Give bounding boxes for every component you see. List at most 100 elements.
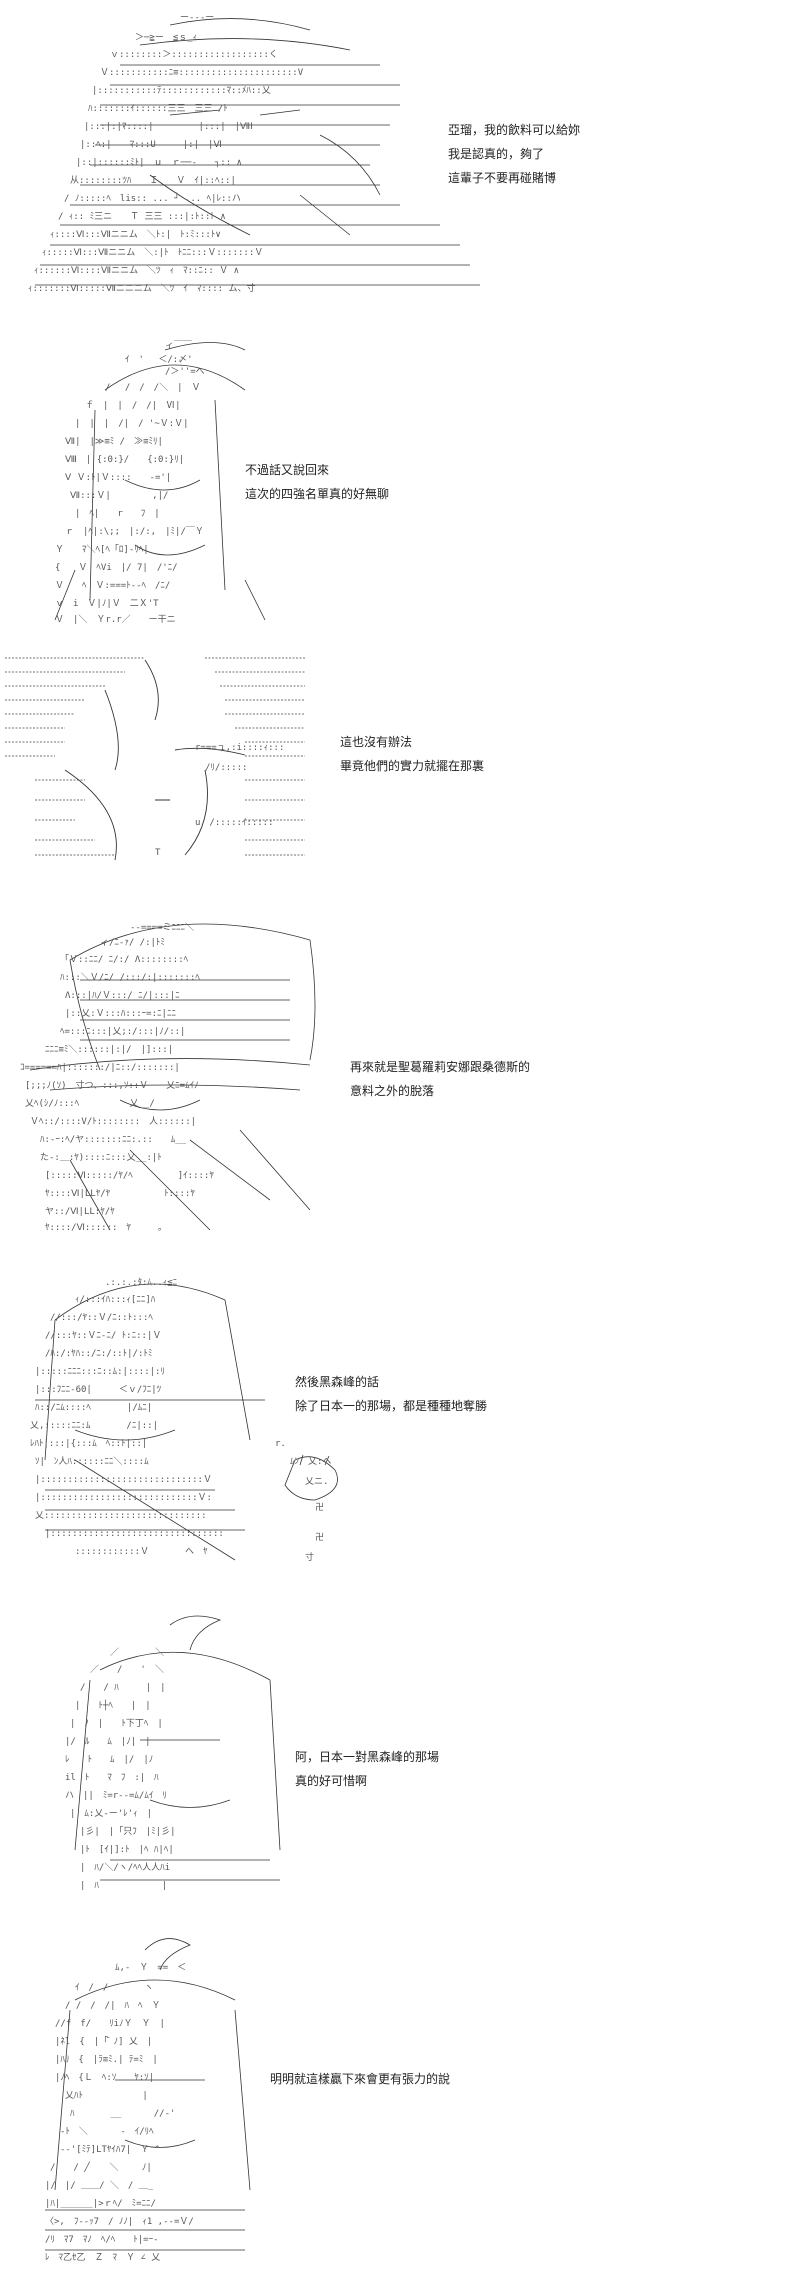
svg-text:[;;;ﾉ(ｿ) 寸つ、:::,ｿ::Ｖ 乂ﾆ=ﾑｲﾉ: [;;;ﾉ(ｿ) 寸つ、:::,ｿ::Ｖ 乂ﾆ=ﾑｲﾉ: [25, 1079, 199, 1091]
ascii-art-girl-ahoge: ／ ＼ ／ / ' ＼ / / ﾊ | | | ﾄ┼ﾍ | | | ﾉ | ﾄ下…: [20, 1610, 310, 1895]
svg-text:| ﾑ:乂-ー'ﾚ'ｨ |: | ﾑ:乂-ー'ﾚ'ｨ |: [70, 1809, 152, 1819]
svg-text:ﾚ ﾄ ﾑ |/ |ﾉ: ﾚ ﾄ ﾑ |/ |ﾉ: [65, 1755, 153, 1765]
svg-text:r===ュ,:i::::ｨ:::: r===ュ,:i::::ｨ:::: [195, 743, 284, 753]
svg-text:|彡| |「只ﾌ |ﾐ|彡|: |彡| |「只ﾌ |ﾐ|彡|: [80, 1826, 176, 1837]
svg-text:ー---ー: ー---ー: [180, 13, 214, 23]
svg-text:〈>, ﾌ--ｯ7 / ﾉﾉ| ｨ1 ,--=Ｖ/: 〈>, ﾌ--ｯ7 / ﾉﾉ| ｨ1 ,--=Ｖ/: [45, 2216, 194, 2227]
svg-text:Ｖ |＼ Ｙr.r／ ー干ニ: Ｖ |＼ Ｙr.r／ ー干ニ: [55, 614, 176, 625]
svg-text:／ / ' ＼: ／ / ' ＼: [90, 1664, 164, 1675]
svg-text:た-:＿:ﾔ)::::ﾆ:::乂__:|ﾄ: た-:＿:ﾔ)::::ﾆ:::乂__:|ﾄ: [40, 1152, 162, 1163]
svg-text:ﾊ:-ｰ:ﾍ/ヤ:::::::ﾆﾆ:.:: ﾑ__: ﾊ:-ｰ:ﾍ/ヤ:::::::ﾆﾆ:.:: ﾑ__: [40, 1135, 187, 1145]
svg-text:ｨ/:::ｲﾊ:::ｨ[ﾆﾆ]ﾊ: ｨ/:::ｲﾊ:::ｨ[ﾆﾆ]ﾊ: [75, 1295, 156, 1305]
svg-text:|:::ﾌﾆﾆ-60| ＜ｖ/ﾌﾆ|ﾂ: |:::ﾌﾆﾆ-60| ＜ｖ/ﾌﾆ|ﾂ: [35, 1385, 162, 1395]
svg-text:ヤ::/Ⅵ|LL:ﾔ/ﾔ: ヤ::/Ⅵ|LL:ﾔ/ﾔ: [45, 1207, 115, 1217]
panel-4: --====ミﾆﾆﾆ＼ ィ/ﾆ-ｧ/ /:|ﾄﾐ 「Ｖ::ﾆﾆ/ ﾆ/:/ Λ:…: [0, 900, 800, 1240]
svg-text:/ / ﾊ | |: / / ﾊ | |: [80, 1683, 166, 1693]
dialogue-line: 明明就這樣贏下來會更有張力的說: [270, 2072, 451, 2086]
dialogue-line: 然後黑森峰的話: [295, 1375, 380, 1389]
svg-text:/ / / /＼ | Ｖ: / / / /＼ | Ｖ: [105, 382, 201, 393]
svg-text:|ﾉﾍ {Ｌ ﾍ:ｿ ﾔ:ｿ|: |ﾉﾍ {Ｌ ﾍ:ｿ ﾔ:ｿ|: [55, 2073, 154, 2083]
svg-text:--====ミﾆﾆﾆ＼: --====ミﾆﾆﾆ＼: [130, 922, 194, 933]
dialogue-line: 這次的四強名單真的好無聊: [245, 487, 390, 501]
svg-text:卍: 卍: [315, 1502, 324, 1513]
svg-text:|::ﾍ:| ﾏ:::U |:| |Ⅵ: |::ﾍ:| ﾏ:::U |:| |Ⅵ: [80, 140, 222, 150]
svg-text:| | | /| / '~Ｖ:Ｖ|: | | | /| / '~Ｖ:Ｖ|: [75, 419, 189, 429]
svg-text:ﾍ=:::ﾆ:::|乂;:/:::|ﾉ/::|: ﾍ=:::ﾆ:::|乂;:/:::|ﾉ/::|: [60, 1027, 185, 1037]
ascii-art-girl-with-hat: ィ￣￣ ｲ ' ＜/:〆' /＞''=へ / / / /＼ | Ｖ ｆ | | …: [15, 330, 275, 625]
svg-text:ｒ |ﾍ|:\;; |:/:, |ﾐ|/￣Ｙ: ｒ |ﾍ|:\;; |:/:, |ﾐ|/￣Ｙ: [65, 525, 204, 537]
svg-text:Ｖ ﾍ Ｖ:===ﾄ--ﾍ /ﾆ/: Ｖ ﾍ Ｖ:===ﾄ--ﾍ /ﾆ/: [55, 581, 170, 591]
svg-text:| ﾄ┼ﾍ | |: | ﾄ┼ﾍ | |: [75, 1699, 151, 1711]
svg-text:ﾚ ﾏ乙ｾ乙 Ｚ ﾏ Ｙ ∠ 乂: ﾚ ﾏ乙ｾ乙 Ｚ ﾏ Ｙ ∠ 乂: [45, 2252, 160, 2263]
dialogue-line: 這輩子不要再碰賭博: [448, 171, 557, 185]
svg-text:ｨ::::::Ⅵ::::Ⅶニニム ＼ﾂ ｨ ﾏ::ﾆ:: Ｖ: ｨ::::::Ⅵ::::Ⅶニニム ＼ﾂ ｨ ﾏ::ﾆ:: Ｖ ∧: [34, 265, 239, 276]
svg-text:Ⅷ | {:0:}/ {:0:}ﾘ|: Ⅷ | {:0:}/ {:0:}ﾘ|: [65, 455, 184, 465]
svg-text:| ﾊ |: | ﾊ |: [80, 1881, 167, 1891]
svg-text:|::|::::::ﾐﾄ| ｕ ｒ──‐ ┐:: ∧: |::|::::::ﾐﾄ| ｕ ｒ──‐ ┐:: ∧: [76, 158, 242, 168]
svg-text:|/ ﾙ ﾑ |ﾉ| |: |/ ﾙ ﾑ |ﾉ| |: [65, 1737, 151, 1747]
svg-text:＞─≧ー ≦ｓ_ｨ: ＞─≧ー ≦ｓ_ｨ: [135, 33, 197, 43]
svg-text:r.: r.: [275, 1439, 286, 1449]
svg-text:/ / / /| ﾊ ﾍ Ｙ: / / / /| ﾊ ﾍ Ｙ: [65, 2001, 161, 2011]
svg-text:|ﾈl { |「̄ ﾉ] 乂 |: |ﾈl { |「̄ ﾉ] 乂 |: [55, 2036, 152, 2047]
dialogue-line: 再來就是聖葛羅莉安娜跟桑德斯的: [350, 1060, 531, 1074]
svg-text:ﾑﾝ 乂:ヘ: ﾑﾝ 乂:ヘ: [290, 1457, 331, 1467]
panel-2: ィ￣￣ ｲ ' ＜/:〆' /＞''=へ / / / /＼ | Ｖ ｆ | | …: [0, 330, 800, 630]
svg-text:ｲ / / ヽ: ｲ / / ヽ: [75, 1983, 153, 1993]
svg-text:ﾚﾊﾄ|:::|{:::ﾑ ﾍ::ﾄ|::|: ﾚﾊﾄ|:::|{:::ﾑ ﾍ::ﾄ|::|: [30, 1439, 147, 1449]
svg-text:ｨ::::Ⅵ:::Ⅶニニム ＼ﾄ:| ﾄ:ﾐ:::ﾄ∨: ｨ::::Ⅵ:::Ⅶニニム ＼ﾄ:| ﾄ:ﾐ:::ﾄ∨: [50, 229, 221, 240]
svg-text:ﾑ,- Ｙ == ＜: ﾑ,- Ｙ == ＜: [115, 1963, 186, 1973]
svg-text://f f/ ﾘiﾉＹ Ｙ |: //f f/ ﾘiﾉＹ Ｙ |: [55, 2019, 165, 2029]
dialogue-panel-4: 再來就是聖葛羅莉安娜跟桑德斯的 意料之外的脫落: [350, 1055, 530, 1103]
svg-text:乂,:::::ﾆﾆ:ﾑ /ﾆ|::|: 乂,:::::ﾆﾆ:ﾑ /ﾆ|::|: [30, 1421, 158, 1431]
dialogue-line: 這也沒有辦法: [340, 735, 413, 749]
dialogue-line: 意料之外的脫落: [350, 1084, 435, 1098]
svg-text:|/ |/ ＿＿/ ＼ / ＿_: |/ |/ ＿＿/ ＼ / ＿_: [45, 2180, 154, 2191]
svg-text:T: T: [155, 848, 161, 858]
dialogue-line: 除了日本一的那場，都是種種地奪勝: [295, 1399, 488, 1413]
svg-text:乂:::::::::::::::::::::::::::::: 乂::::::::::::::::::::::::::::::: [35, 1511, 207, 1521]
svg-text:|::乂:Ｖ:::ﾊ:::ｰ=:ﾆ|ﾆﾆ: |::乂:Ｖ:::ﾊ:::ｰ=:ﾆ|ﾆﾆ: [65, 1009, 176, 1019]
panel-1: ー---ー ＞─≧ー ≦ｓ_ｨ ｖ::::::::＞::::::::::::::…: [0, 0, 800, 330]
svg-text:ｿ| ﾝ人ﾊ::::::ﾆﾆ＼::::ﾑ: ｿ| ﾝ人ﾊ::::::ﾆﾆ＼::::ﾑ: [35, 1456, 149, 1467]
svg-text:ｲ ' ＜/:〆': ｲ ' ＜/:〆': [125, 355, 193, 365]
svg-text:寸: 寸: [305, 1551, 314, 1563]
dialogue-line: 亞瑠，我的飲料可以給妳: [448, 123, 581, 137]
svg-text:|:::::::::::::::::::::::::::::: |:::::::::::::::::::::::::::::Ｖ:: [35, 1493, 212, 1503]
svg-text:| ﾍ| r ﾌ |: | ﾍ| r ﾌ |: [75, 509, 160, 519]
svg-text:Ｖ:::::::::::ﾆ≡::::::::::::::::: Ｖ:::::::::::ﾆ≡::::::::::::::::::::::V: [100, 68, 304, 78]
svg-text:ィ￣￣: ィ￣￣: [165, 339, 192, 351]
panel-5: .:.:.:ﾀ:ﾑ..ｨ≦ﾆ ｨ/:::ｲﾊ:::ｨ[ﾆﾆ]ﾊ //:::/ﾔ:…: [0, 1260, 800, 1590]
svg-text:ィ/ﾆ-ｧ/ /:|ﾄﾐ: ィ/ﾆ-ｧ/ /:|ﾄﾐ: [100, 938, 165, 948]
dialogue-line: 畢竟他們的實力就擺在那裏: [340, 759, 485, 773]
svg-text:|ﾄ [ｲ|]:ﾄ |ﾍ ﾊ|ﾍ|: |ﾄ [ｲ|]:ﾄ |ﾍ ﾊ|ﾍ|: [80, 1845, 174, 1855]
dialogue-line: 阿，日本一對黑森峰的那場: [295, 1750, 440, 1764]
svg-text:ﾊ::/ﾆﾑ::::ﾍ |/ﾑﾆ|: ﾊ::/ﾆﾑ::::ﾍ |/ﾑﾆ|: [35, 1403, 152, 1413]
svg-text:|ﾊﾘ { |ﾗ≡ﾐ.| ﾃ=ﾐ |: |ﾊﾘ { |ﾗ≡ﾐ.| ﾃ=ﾐ |: [55, 2054, 158, 2065]
dialogue-panel-6: 阿，日本一對黑森峰的那場 真的好可惜啊: [295, 1745, 439, 1793]
dialogue-panel-5: 然後黑森峰的話 除了日本一的那場，都是種種地奪勝: [295, 1370, 487, 1418]
svg-text:/ ﾉ:::::ﾍ lis:: ... ┘ ... ﾍ|ﾚ:: / ﾉ:::::ﾍ lis:: ... ┘ ... ﾍ|ﾚ::ハ: [64, 192, 241, 204]
dialogue-line: 真的好可惜啊: [295, 1774, 368, 1788]
svg-text:ﾊ:::::::ｲ::::::三三 三三 /ﾄ: ﾊ:::::::ｲ::::::三三 三三 /ﾄ: [88, 104, 228, 114]
svg-text:|:::::::::::ﾃ::::::::::::ﾏ::ﾒﾊ: |:::::::::::ﾃ::::::::::::ﾏ::ﾒﾊ::乂: [92, 85, 271, 96]
svg-text:-ﾄ ＼ - ｲ/ﾘﾍ: -ﾄ ＼ - ｲ/ﾘﾍ: [60, 2126, 154, 2137]
svg-text:|:::::ﾆﾆﾆ:::ﾆ::ﾑ:|::::|:ﾘ: |:::::ﾆﾆﾆ:::ﾆ::ﾑ:|::::|:ﾘ: [35, 1367, 165, 1377]
panel-3: r===ュ,:i::::ｨ::: /ﾘ/::::: u /:::::ｲ:::::…: [0, 640, 800, 880]
svg-text:.:.:.:ﾀ:ﾑ..ｨ≦ﾆ: .:.:.:ﾀ:ﾑ..ｨ≦ﾆ: [105, 1277, 178, 1288]
svg-text://:::/ﾔ::Ｖ/ﾆ::ﾄ:::ﾍ: //:::/ﾔ::Ｖ/ﾆ::ﾄ:::ﾍ: [50, 1313, 153, 1323]
svg-text:|:::::::::::::::::::::::::::::: |::::::::::::::::::::::::::::::::: [45, 1529, 224, 1539]
svg-text:从::::::::ﾂﾊ Ｉ Ｖ ｲ|::ﾍ::|: 从::::::::ﾂﾊ Ｉ Ｖ ｲ|::ﾍ::|: [70, 175, 236, 186]
svg-text:乂ﾊﾄ |: 乂ﾊﾄ |: [65, 2091, 148, 2101]
svg-text:ﾔ::::Ⅵ|LLﾔ/ﾔ ﾄ::::ﾔ: ﾔ::::Ⅵ|LLﾔ/ﾔ ﾄ::::ﾔ: [45, 1189, 195, 1199]
svg-text:ﾔ::::/Ⅵ:::::: ﾔ 。: ﾔ::::/Ⅵ:::::: ﾔ 。: [45, 1223, 167, 1233]
svg-text:/＞''=へ: /＞''=へ: [165, 367, 205, 377]
dialogue-line: 我是認真的，夠了: [448, 147, 545, 161]
svg-text:ｖ i Ｖ|ﾉ|Ｖ 二Ｘ'T: ｖ i Ｖ|ﾉ|Ｖ 二Ｘ'T: [55, 599, 159, 609]
svg-text:|:::::::::::::::::::::::::::::: |::::::::::::::::::::::::::::::Ｖ: [35, 1475, 212, 1485]
ascii-art-dense-hair: r===ュ,:i::::ｨ::: /ﾘ/::::: u /:::::ｲ:::::…: [5, 650, 305, 865]
svg-text:-‐'[ﾐﾃ]LTﾔｲﾊ7| Ｙ ^: -‐'[ﾐﾃ]LTﾔｲﾊ7| Ｙ ^: [60, 2144, 161, 2155]
svg-text:Ⅶ| |≫≡ﾐ / ≫≡ﾐﾘ|: Ⅶ| |≫≡ﾐ / ≫≡ﾐﾘ|: [65, 437, 163, 447]
dialogue-panel-3: 這也沒有辦法 畢竟他們的實力就擺在那裏: [340, 730, 484, 778]
svg-text:Ⅶ:::Ｖ| ,|/: Ⅶ:::Ｖ| ,|/: [70, 491, 168, 501]
